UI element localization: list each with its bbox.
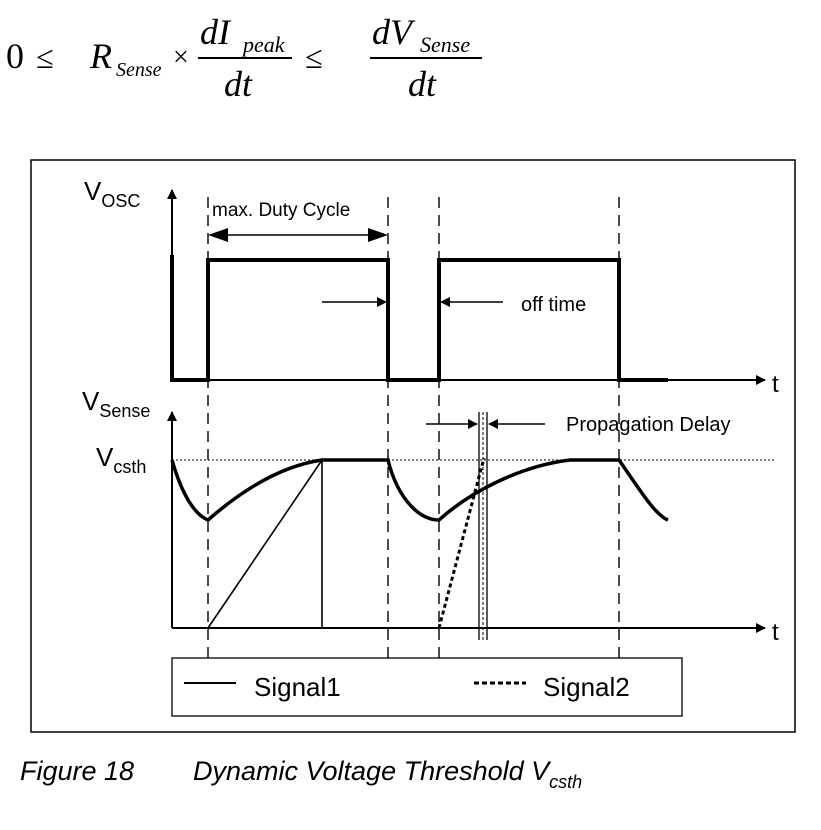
t-axis-top-label: t <box>772 371 779 398</box>
dashed-guides <box>207 197 620 660</box>
formula-r-sub: Sense <box>116 59 162 81</box>
formula-zero: 0 <box>6 36 24 76</box>
formula-le-2: ≤ <box>305 39 323 75</box>
vosc-label: VOSC <box>84 176 140 211</box>
formula-den-1: dt <box>224 64 253 104</box>
formula-den-2: dt <box>408 64 437 104</box>
legend-signal2-label: Signal2 <box>543 672 630 702</box>
formula-times: × <box>173 42 189 73</box>
propagation-delay-label: Propagation Delay <box>566 414 731 436</box>
formula-le-1: ≤ <box>36 39 54 75</box>
figure-number: Figure 18 <box>20 756 134 786</box>
figure-frame <box>30 159 796 733</box>
formula: 0 ≤ R Sense × dI peak dt ≤ dV Sense dt <box>6 12 482 104</box>
formula-num-2-sub: Sense <box>420 32 470 57</box>
vosc-pulse-waveform <box>170 255 668 382</box>
formula-num-1-sub: peak <box>241 32 286 57</box>
formula-num-1: dI <box>200 12 232 52</box>
formula-num-2: dV <box>372 12 416 52</box>
vcsth-label: Vcsth <box>96 442 146 477</box>
signal1-ramp <box>207 457 323 629</box>
t-axis-bottom-label: t <box>772 619 779 646</box>
figure-title: Dynamic Voltage Threshold Vcsth <box>193 756 582 792</box>
off-time-label: off time <box>521 294 586 316</box>
legend-signal1-label: Signal1 <box>254 672 341 702</box>
vsense-label: VSense <box>82 386 150 421</box>
signal2-ramp <box>437 457 486 629</box>
vcsth-dynamic-threshold-curve <box>170 458 669 523</box>
duty-cycle-arrowhead-left <box>208 228 228 242</box>
legend-box <box>171 657 683 717</box>
duty-cycle-label: max. Duty Cycle <box>212 200 350 221</box>
formula-r: R <box>89 36 112 76</box>
duty-cycle-arrowhead-right <box>368 228 388 242</box>
